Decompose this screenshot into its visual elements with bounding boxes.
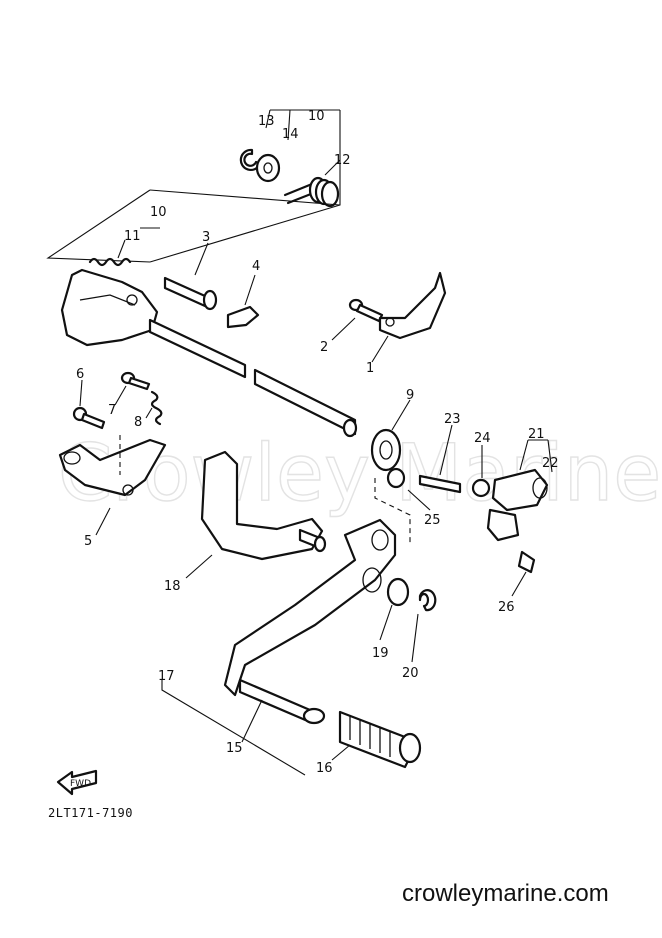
spring-assembly-group [149, 109, 341, 263]
callout-7: 7 [108, 403, 116, 418]
shift-lever-bracket-18 [185, 450, 327, 579]
bolt-2 [331, 298, 384, 341]
callout-5: 5 [84, 534, 92, 549]
callout-14: 14 [282, 127, 299, 142]
pedal-shaft-15 [238, 678, 326, 743]
callout-18: 18 [164, 579, 181, 594]
callout-4: 4 [252, 259, 260, 274]
stud-3 [163, 242, 218, 311]
callout-8: 8 [134, 415, 142, 430]
fwd-label: FWD [70, 779, 91, 789]
callout-labels: 13 14 10 12 10 11 3 4 2 1 6 7 8 5 9 23 2… [76, 109, 559, 776]
bolt-23 [418, 424, 462, 494]
shift-shaft-arm [60, 268, 159, 347]
rod-end-21 [486, 439, 553, 542]
callout-13: 13 [258, 114, 275, 129]
callout-22: 22 [542, 456, 559, 471]
callout-16: 16 [316, 761, 333, 776]
spring-11 [88, 239, 132, 267]
bolt-7 [114, 371, 151, 406]
shift-shaft [148, 318, 358, 438]
callout-23: 23 [444, 412, 461, 427]
bolt-26 [511, 550, 536, 597]
callout-24: 24 [474, 431, 491, 446]
stopper-plate-1 [371, 271, 447, 363]
oil-seal-9 [370, 399, 411, 472]
callout-15: 15 [226, 741, 243, 756]
callout-12: 12 [334, 153, 351, 168]
circlip-20 [411, 589, 437, 663]
pedal-rubber-16 [331, 710, 422, 769]
lever-plate-5 [58, 435, 167, 536]
callout-20: 20 [402, 666, 419, 681]
callout-10-lower: 10 [150, 205, 167, 220]
washer-14 [255, 153, 281, 183]
drawing-reference-code: 2LT171-7190 [48, 806, 133, 820]
website-link[interactable]: crowleymarine.com [402, 880, 609, 907]
shift-pedal-arm-17 [161, 518, 397, 776]
callout-9: 9 [406, 388, 414, 403]
nut-24 [471, 445, 491, 498]
callout-17: 17 [158, 669, 175, 684]
callout-1: 1 [366, 361, 374, 376]
callout-19: 19 [372, 646, 389, 661]
callout-25: 25 [424, 513, 441, 528]
callout-21: 21 [528, 427, 545, 442]
washer-19 [379, 577, 410, 641]
callout-10-upper: 10 [308, 109, 325, 124]
torsion-spring-12 [283, 176, 340, 208]
callout-26: 26 [498, 600, 515, 615]
fwd-arrow-icon: FWD [56, 769, 98, 796]
spring-8 [145, 390, 163, 426]
callout-2: 2 [320, 340, 328, 355]
callout-6: 6 [76, 367, 84, 382]
bolt-6 [72, 379, 106, 430]
stopper-plate-4 [226, 274, 260, 329]
callout-3: 3 [202, 230, 210, 245]
nut-25 [374, 467, 431, 545]
callout-11: 11 [124, 229, 141, 244]
